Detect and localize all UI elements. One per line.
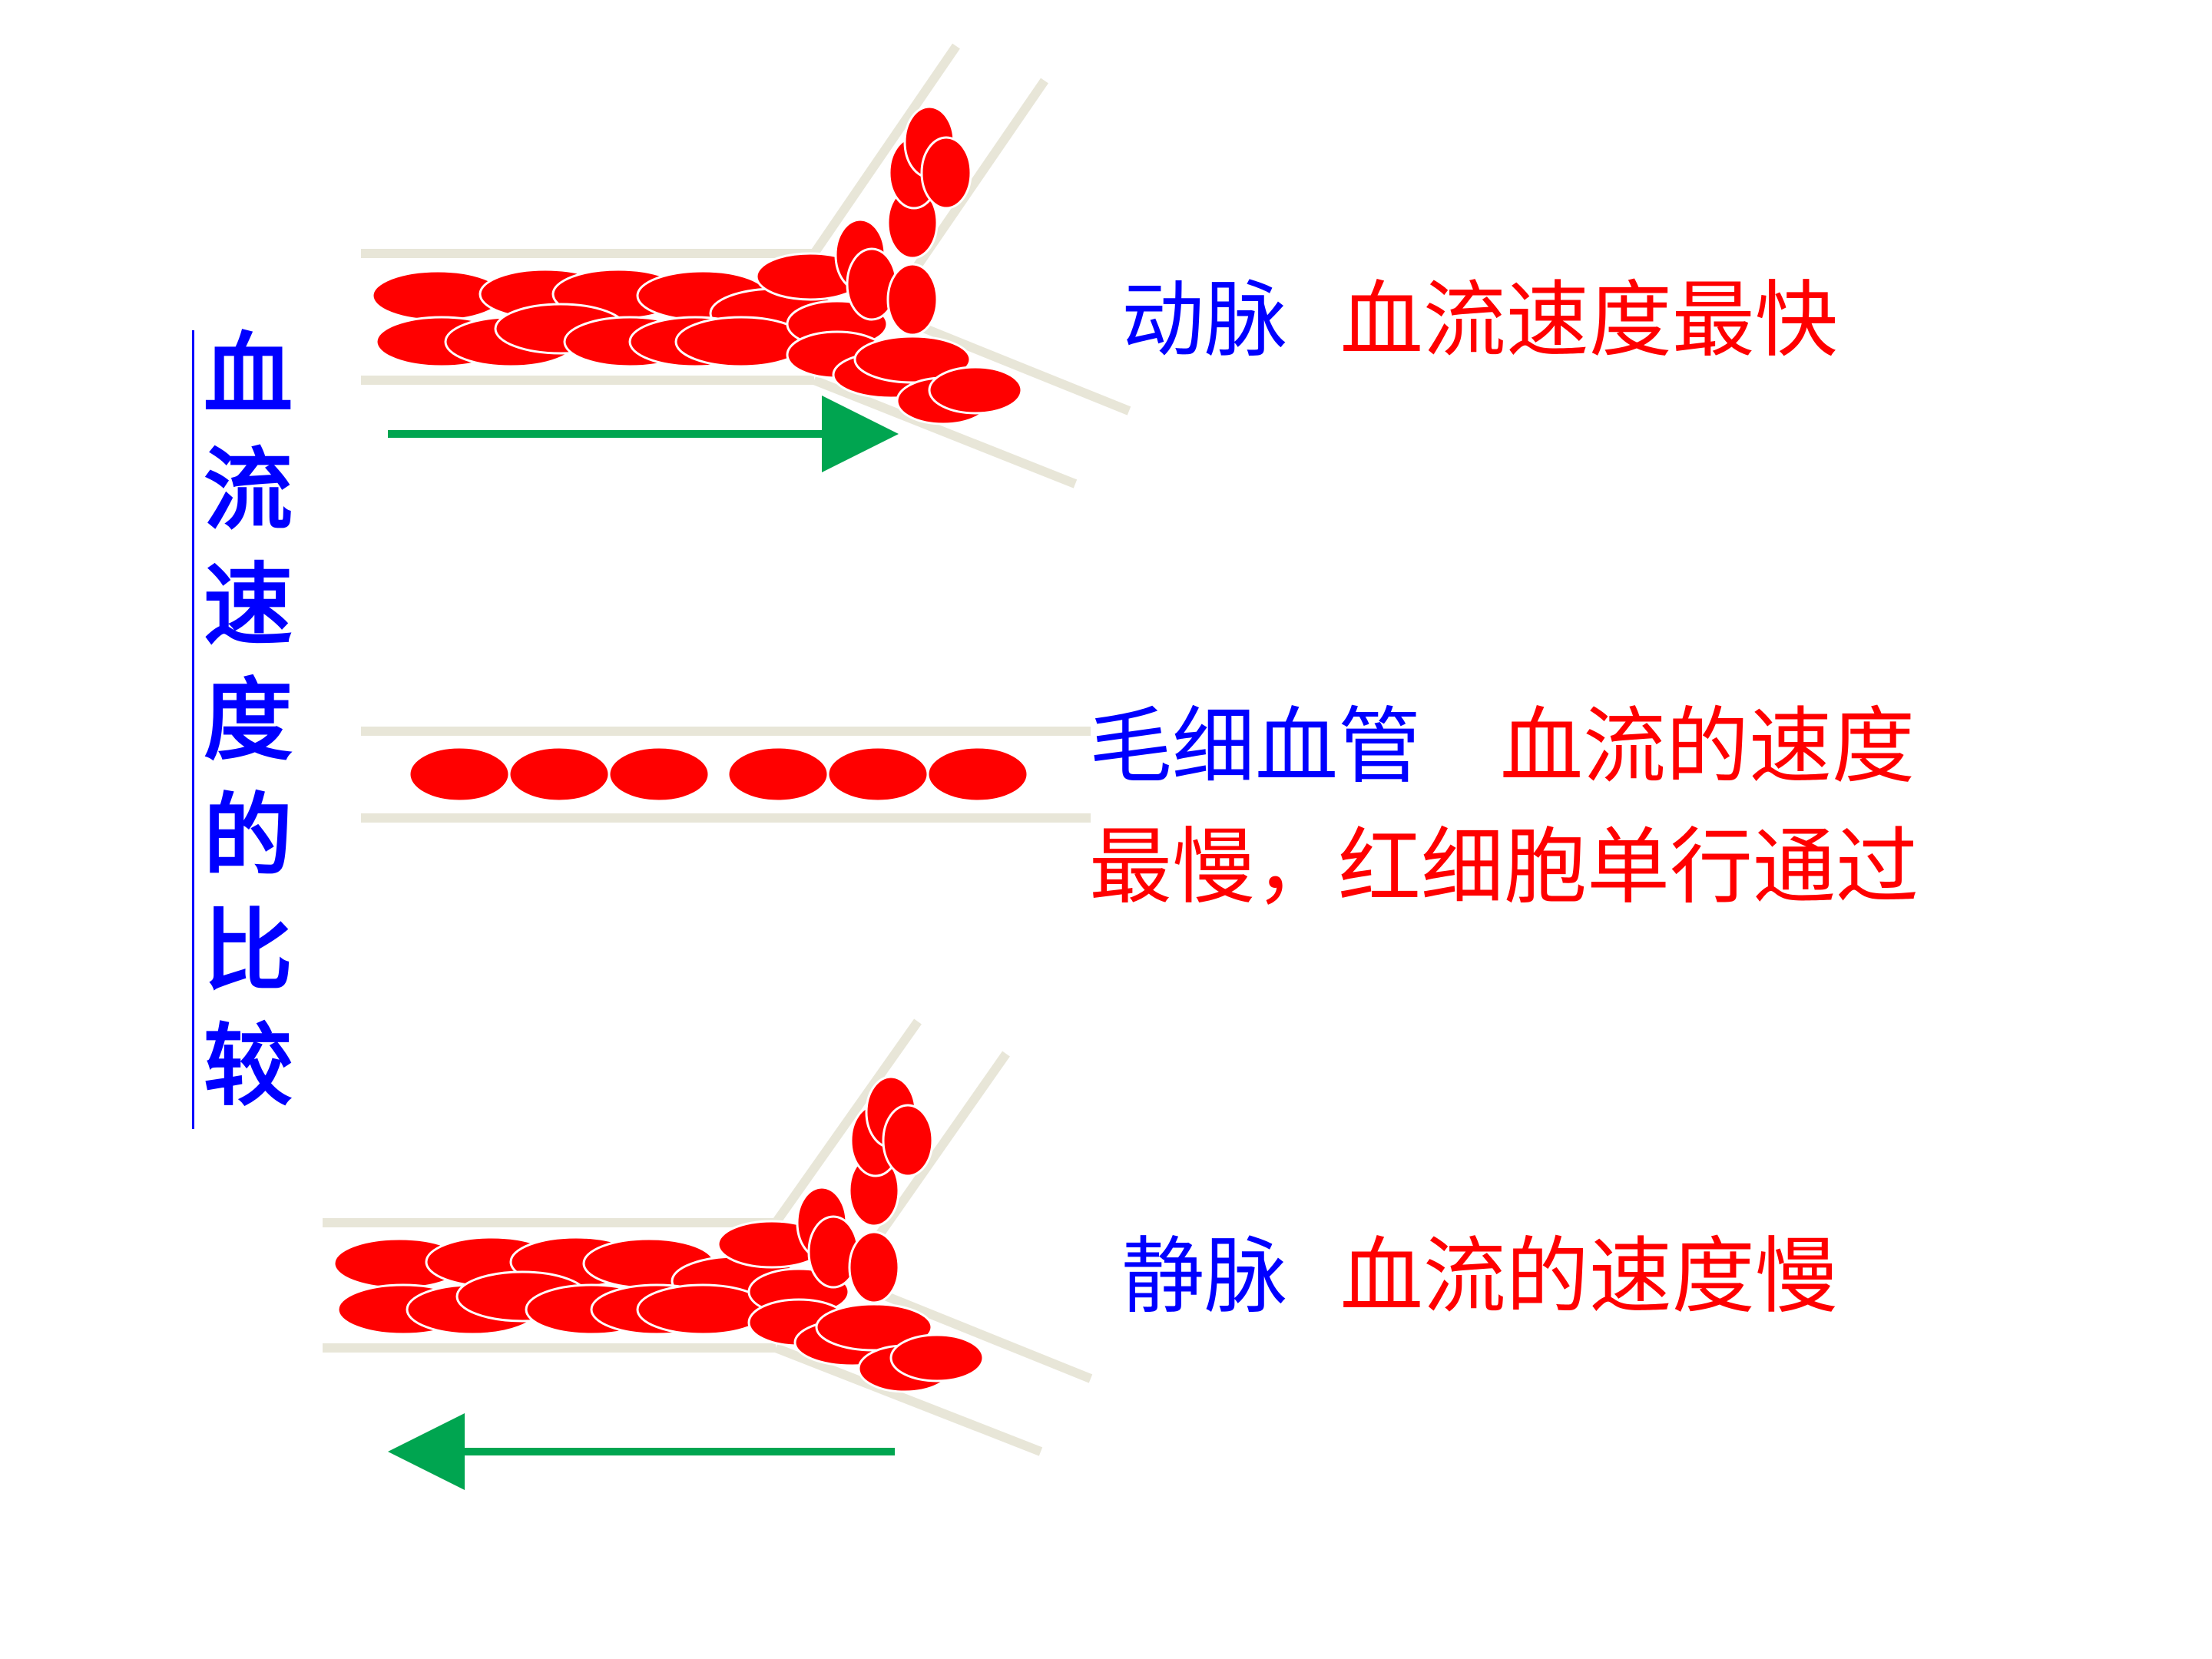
- vertical-title-char: 的: [204, 783, 293, 888]
- red-blood-cell: [608, 746, 710, 803]
- vein-branch-down-lower: [773, 1343, 1043, 1456]
- vein-branch-up-inner: [868, 1051, 1010, 1249]
- artery-vessel: [361, 43, 1131, 488]
- artery-red-cells: [371, 105, 1023, 426]
- red-blood-cell: [508, 746, 611, 803]
- vertical-title: 血 流 速 度 的 比 较: [192, 330, 302, 1129]
- vein-vessel: [323, 1018, 1093, 1456]
- capillary-vessel: [361, 727, 1091, 823]
- capillary-label: 毛细血管 血流的速度 最慢，红细胞单行通过: [1089, 687, 1919, 928]
- red-blood-cell: [886, 263, 939, 336]
- vein-red-cells: [333, 1075, 985, 1393]
- vein-branch-up-outer: [772, 1018, 922, 1226]
- capillary-red-cells: [408, 746, 1029, 803]
- capillary-name: 毛细血管: [1089, 699, 1422, 795]
- red-blood-cell: [848, 1230, 900, 1304]
- red-blood-cell: [826, 746, 929, 803]
- capillary-description-line1: 血流的速度: [1500, 699, 1916, 795]
- artery-branch-up-outer: [810, 43, 960, 257]
- red-blood-cell: [408, 746, 511, 803]
- vein-description: 血流的速度慢: [1339, 1229, 1838, 1325]
- red-blood-cell: [882, 1104, 934, 1177]
- capillary-description-line2: 最慢，红细胞单行通过: [1089, 819, 1919, 916]
- red-blood-cell: [889, 1333, 985, 1382]
- vertical-title-char: 流: [204, 438, 293, 542]
- red-blood-cell: [926, 746, 1029, 803]
- capillary-label-line1: 毛细血管 血流的速度: [1089, 687, 1919, 808]
- vein-name: 静脉: [1121, 1229, 1288, 1325]
- red-blood-cell: [920, 136, 972, 210]
- red-blood-cell: [928, 366, 1023, 415]
- artery-name: 动脉: [1121, 273, 1288, 369]
- vertical-title-char: 速: [204, 553, 293, 657]
- artery-branch-down-upper: [908, 318, 1131, 416]
- vein-label: 静脉 血流的速度慢: [1121, 1217, 1838, 1338]
- vertical-title-char: 血: [204, 323, 293, 427]
- artery-label: 动脉 血流速度最快: [1121, 261, 1838, 382]
- vertical-title-char: 度: [204, 668, 293, 773]
- vein-branch-down-upper: [869, 1286, 1093, 1383]
- vertical-title-char: 比: [204, 899, 293, 1003]
- red-blood-cell: [727, 746, 830, 803]
- artery-description: 血流速度最快: [1339, 273, 1838, 369]
- vertical-title-char: 较: [204, 1014, 293, 1118]
